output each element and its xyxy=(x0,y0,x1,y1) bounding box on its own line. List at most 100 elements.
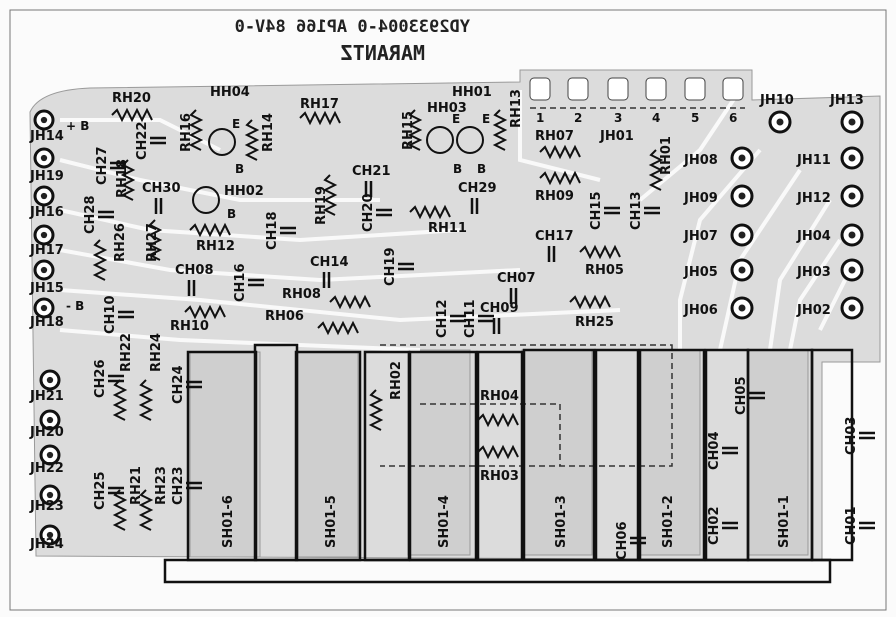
pad-jh07-hole xyxy=(738,231,746,239)
pad-label-jh22: JH22 xyxy=(29,461,64,476)
label-ch12: CH12 xyxy=(435,299,450,338)
capacitor-ch08 xyxy=(187,280,196,296)
label-ch17: CH17 xyxy=(535,229,574,244)
transistor-pin-b: B xyxy=(453,162,462,176)
label-rh06: RH06 xyxy=(265,309,304,324)
capacitor-ch13 xyxy=(644,206,660,215)
label-ch18: CH18 xyxy=(265,211,280,250)
pad-jh15-hole xyxy=(40,266,48,274)
header-part-number: YD2933004-0 AP166 84V-0 xyxy=(235,17,470,37)
resistor-rh27 xyxy=(147,219,163,261)
label-ch14: CH14 xyxy=(310,255,349,270)
resistor-rh01 xyxy=(648,149,664,191)
capacitor-ch01 xyxy=(859,521,875,530)
resistor-rh23 xyxy=(138,489,154,531)
transistor-pin-b: B xyxy=(235,162,244,176)
capacitor-ch11 xyxy=(478,314,494,323)
label-ch19: CH19 xyxy=(383,247,398,286)
capacitor-ch07 xyxy=(509,288,518,304)
label-rh20: RH20 xyxy=(112,91,151,106)
pad-jh10-hole xyxy=(776,118,784,126)
capacitor-ch18 xyxy=(280,226,296,235)
resistor-rh05 xyxy=(579,244,621,260)
pad-jh03-hole xyxy=(848,266,856,274)
label-ch16: CH16 xyxy=(233,263,248,302)
capacitor-ch20 xyxy=(376,208,392,217)
pad-label-jh13: JH13 xyxy=(829,93,864,108)
pad-label-jh12: JH12 xyxy=(796,191,831,206)
transistor-outline xyxy=(456,126,484,154)
label-rh22: RH22 xyxy=(119,333,134,372)
switch-sh01-4: SH01-4 xyxy=(437,495,452,548)
pad-label-jh15: JH15 xyxy=(29,281,64,296)
resistor-rh16 xyxy=(188,109,204,151)
pad-label-jh04: JH04 xyxy=(796,229,831,244)
label-rh05: RH05 xyxy=(585,263,624,278)
connector-pin-pad xyxy=(684,77,706,101)
label-rh24: RH24 xyxy=(149,333,164,372)
capacitor-ch26 xyxy=(108,374,124,383)
label-hh02: HH02 xyxy=(224,184,264,199)
pad-jh23-hole xyxy=(46,491,54,499)
capacitor-ch29 xyxy=(470,198,479,214)
capacitor-ch17 xyxy=(547,246,556,262)
resistor-rh25 xyxy=(569,294,611,310)
pad-jh14-hole xyxy=(40,116,48,124)
label-ch29: CH29 xyxy=(458,181,497,196)
capacitor-ch30 xyxy=(154,198,163,214)
resistor-rh02 xyxy=(368,389,384,431)
pad-label-jh09: JH09 xyxy=(683,191,718,206)
transistor-pin-e: E xyxy=(452,112,460,126)
label-rh26: RH26 xyxy=(113,223,128,262)
resistor-rh08 xyxy=(329,294,371,310)
connector-pin-pad xyxy=(645,77,667,101)
pad-jh20-hole xyxy=(46,416,54,424)
capacitor-ch12 xyxy=(450,314,466,323)
board-frame xyxy=(9,9,887,611)
label-rh15: RH15 xyxy=(401,111,416,150)
connector-pin-label: 5 xyxy=(691,111,699,125)
resistor-rh19 xyxy=(322,174,338,216)
capacitor-ch16 xyxy=(248,278,264,287)
label-rh19: RH19 xyxy=(314,186,329,225)
label-ch30: CH30 xyxy=(142,181,181,196)
capacitor-ch10 xyxy=(118,310,134,319)
label-rh23: RH23 xyxy=(154,466,169,505)
resistor-rh20 xyxy=(111,107,153,123)
label-rh17: RH17 xyxy=(300,97,339,112)
capacitor-ch19 xyxy=(398,262,414,271)
pad-jh17-hole xyxy=(40,231,48,239)
pad-label-jh19: JH19 xyxy=(29,169,64,184)
resistor-rh12 xyxy=(189,222,231,238)
label-ch25: CH25 xyxy=(93,471,108,510)
label-ch08: CH08 xyxy=(175,263,214,278)
label-hh03: HH03 xyxy=(427,101,467,116)
label-ch05: CH05 xyxy=(734,376,749,415)
transistor-outline xyxy=(208,128,236,156)
connector-pin-pad xyxy=(529,77,551,101)
pad-label-jh11: JH11 xyxy=(796,153,831,168)
label-rh04: RH04 xyxy=(480,389,519,404)
transistor-pin-e: E xyxy=(482,112,490,126)
resistor-rh04 xyxy=(477,412,519,428)
label-ch10: CH10 xyxy=(103,295,118,334)
pad-jh12-hole xyxy=(848,192,856,200)
capacitor-ch06 xyxy=(630,536,646,545)
label-rh12: RH12 xyxy=(196,239,235,254)
capacitor-ch27 xyxy=(110,161,126,170)
label-ch23: CH23 xyxy=(171,466,186,505)
resistor-rh06 xyxy=(317,320,359,336)
pad-jh05-hole xyxy=(738,266,746,274)
resistor-rh09 xyxy=(539,170,581,186)
capacitor-ch04 xyxy=(722,446,738,455)
pad-jh04-hole xyxy=(848,231,856,239)
capacitor-ch09 xyxy=(492,318,501,334)
pad-jh02-hole xyxy=(848,304,856,312)
switch-sh01-5: SH01-5 xyxy=(324,495,339,548)
resistor-rh14 xyxy=(244,119,260,161)
transistor-outline xyxy=(426,126,454,154)
label-rh08: RH08 xyxy=(282,287,321,302)
capacitor-ch14 xyxy=(322,272,331,288)
capacitor-ch24 xyxy=(186,380,202,389)
